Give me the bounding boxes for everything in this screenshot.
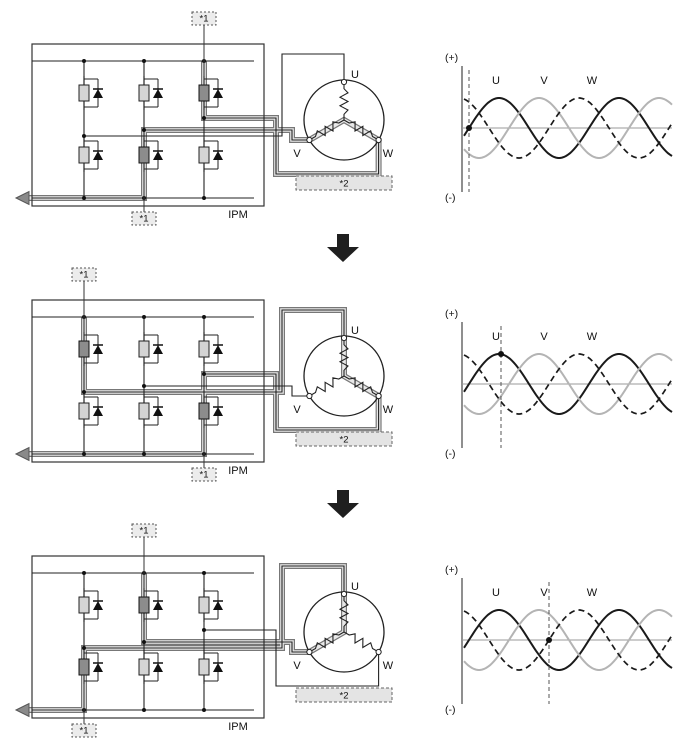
stage-3: *1 *1 *2 IPM U V W (+) (-) U (0, 518, 688, 746)
phase-waveform-chart-3: (+) (-) U V W (445, 564, 673, 716)
minus-label: (-) (445, 704, 456, 716)
note2: *2 (295, 431, 393, 447)
phase-waveform-chart-1: (+) (-) U V W (445, 52, 673, 204)
terminal-u-label: U (351, 325, 359, 337)
terminal-v-label: V (293, 404, 301, 416)
wave-w-label: W (587, 331, 598, 343)
wave-u (463, 609, 673, 671)
ipm-label: IPM (228, 721, 248, 733)
note1-bottom-label: *1 (140, 214, 149, 225)
active-transistor-bottom (78, 658, 90, 676)
minus-label: (-) (445, 192, 456, 204)
note2: *2 (295, 175, 393, 191)
wave-v-label: V (540, 587, 548, 599)
plus-label: (+) (445, 564, 458, 576)
note1-top-label: *1 (200, 14, 209, 25)
transition-arrow-1 (0, 234, 688, 262)
down-arrow-icon (327, 490, 359, 518)
down-arrow-icon (327, 234, 359, 262)
wave-v (463, 609, 673, 671)
terminal-w-label: W (383, 404, 394, 416)
sample-point-dot (498, 351, 504, 357)
wave-v (463, 353, 673, 415)
terminal-v-label: V (293, 148, 301, 160)
sample-point-dot (466, 125, 472, 131)
current-exit-arrow-icon (14, 702, 30, 718)
sample-point-dot (546, 637, 552, 643)
note1-top: *1 (191, 11, 217, 85)
current-exit-arrow-icon (14, 446, 30, 462)
active-transistor-top (78, 340, 90, 358)
terminal-u-label: U (351, 581, 359, 593)
wave-w-label: W (587, 75, 598, 87)
wave-v-label: V (540, 75, 548, 87)
wave-u-label: U (492, 587, 500, 599)
ipm-label: IPM (228, 465, 248, 477)
wave-v-label: V (540, 331, 548, 343)
plus-label: (+) (445, 308, 458, 320)
terminal-u-label: U (351, 69, 359, 81)
active-transistor-bottom (138, 146, 150, 164)
wave-u-label: U (492, 331, 500, 343)
terminal-w-label: W (383, 148, 394, 160)
inverter-circuit-stage-1: *1 *1 *2 IPM U V W (14, 11, 394, 226)
waveforms (463, 97, 673, 159)
active-transistor-bottom (198, 402, 210, 420)
waveforms (463, 609, 673, 671)
terminal-v-label: V (293, 660, 301, 672)
note1-top: *1 (131, 523, 157, 597)
note1-top-label: *1 (80, 270, 89, 281)
current-exit-arrow-icon (14, 190, 30, 206)
stage-1: *1 *1 *2 IPM U V W (+) (-) U (0, 6, 688, 234)
wave-v (463, 97, 673, 159)
terminal-w-label: W (383, 660, 394, 672)
wave-w-label: W (587, 587, 598, 599)
note2-label: *2 (340, 691, 349, 702)
wave-u (463, 97, 673, 159)
note1-bottom: *1 (131, 163, 157, 226)
note1-top-label: *1 (140, 526, 149, 537)
note2: *2 (295, 687, 393, 703)
minus-label: (-) (445, 448, 456, 460)
wave-u-label: U (492, 75, 500, 87)
note2-label: *2 (340, 435, 349, 446)
note1-top: *1 (71, 267, 97, 341)
stage-2: *1 *1 *2 IPM U V W (+) (-) U (0, 262, 688, 490)
note1-bottom: *1 (191, 419, 217, 482)
note2-label: *2 (340, 179, 349, 190)
note1-bottom-label: *1 (200, 470, 209, 481)
active-transistor-top (138, 596, 150, 614)
inverter-circuit-stage-2: *1 *1 *2 IPM U V W (14, 267, 394, 482)
note1-bottom-label: *1 (80, 726, 89, 737)
ipm-label: IPM (228, 209, 248, 221)
phase-waveform-chart-2: (+) (-) U V W (445, 308, 673, 460)
transition-arrow-2 (0, 490, 688, 518)
active-transistor-top (198, 84, 210, 102)
inverter-circuit-stage-3: *1 *1 *2 IPM U V W (14, 523, 394, 738)
plus-label: (+) (445, 52, 458, 64)
note1-bottom: *1 (71, 675, 97, 738)
